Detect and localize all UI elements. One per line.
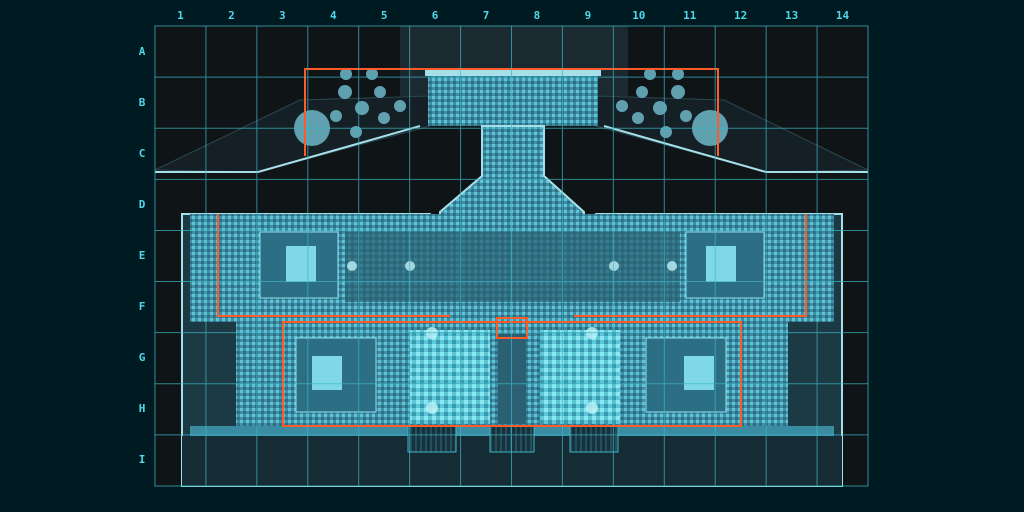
- grid-column-label: 14: [835, 9, 850, 22]
- grid-row-label: I: [138, 453, 146, 467]
- grid-row-label: H: [138, 402, 146, 416]
- pod-3: [569, 425, 619, 453]
- grid-column-label: 6: [431, 9, 439, 22]
- bridge-top: [428, 72, 598, 126]
- grid-row-label: D: [138, 197, 146, 211]
- deck-lower-center-light: [410, 330, 490, 424]
- grid-column-label: 12: [734, 9, 748, 22]
- grid-column-label: 4: [329, 9, 337, 22]
- hull-outline-left-slope: [257, 125, 421, 173]
- grid-row-label: G: [138, 351, 146, 365]
- zone-upper-right: [574, 214, 807, 317]
- hull-outline-right-slope: [603, 125, 767, 173]
- grid-row-label: C: [138, 146, 146, 160]
- zone-upper-left: [217, 214, 450, 317]
- deck-upper-center: [345, 232, 680, 302]
- grid-row-label: B: [138, 95, 146, 109]
- deck-lower-center-light-right: [540, 330, 620, 424]
- grid-row-label: A: [138, 44, 146, 58]
- grid-column-label: 11: [683, 9, 697, 22]
- grid-column-label: 10: [632, 9, 646, 22]
- grid-column-label: 13: [784, 9, 799, 22]
- grid-column-label: 1: [177, 9, 184, 22]
- grid-column-label: 5: [380, 9, 388, 22]
- pod-1: [407, 425, 457, 453]
- grid-column-label: 8: [533, 9, 541, 22]
- grid-column-label: 7: [482, 9, 490, 22]
- grid-row-label: E: [138, 249, 146, 262]
- grid-column-label: 2: [228, 9, 235, 22]
- grid-lines: [155, 26, 868, 486]
- grid-row-label: F: [138, 300, 146, 314]
- grid-column-label: 9: [584, 9, 592, 22]
- bay-upper-left: [259, 231, 339, 299]
- grid-column-label: 3: [279, 9, 286, 22]
